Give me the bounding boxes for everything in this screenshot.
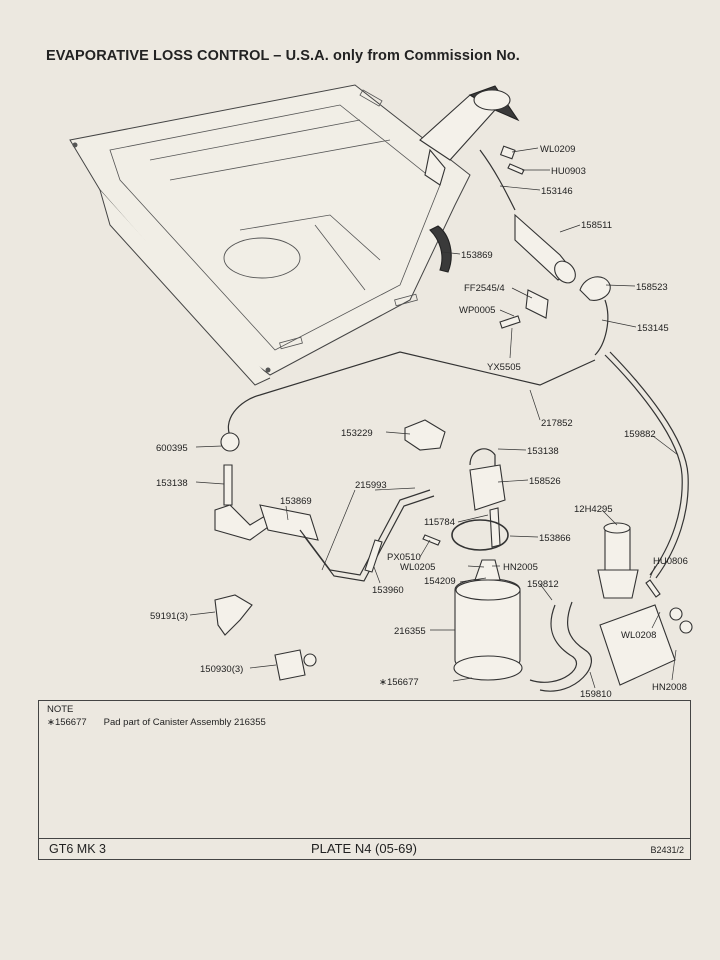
- callout-153138-left: 153138: [156, 478, 188, 489]
- callout-wp0005: WP0005: [459, 305, 495, 316]
- filler-neck-assembly: [419, 85, 520, 186]
- callout-hn2008: HN2008: [652, 682, 687, 693]
- callout-158526: 158526: [529, 476, 561, 487]
- callout-hn2005: HN2005: [503, 562, 538, 573]
- leader-lines: [189, 147, 679, 689]
- notes-panel: NOTE ∗156677 Pad part of Canister Assemb…: [38, 700, 691, 860]
- callout-153869-top: 153869: [461, 250, 493, 261]
- callout-159810: 159810: [580, 689, 612, 700]
- callout-ff2545-4: FF2545/4: [464, 283, 505, 294]
- callout-hu0903: HU0903: [551, 166, 586, 177]
- callout-115784: 115784: [424, 517, 455, 528]
- callout-wl0209: WL0209: [540, 144, 575, 155]
- callout-158511: 158511: [581, 220, 612, 231]
- callout-159882: 159882: [624, 429, 656, 440]
- callout-159812: 159812: [527, 579, 559, 590]
- callout-59191: 59191(3): [150, 611, 188, 622]
- parts-and-hoses: [214, 145, 693, 692]
- callout-216355: 216355: [394, 626, 426, 637]
- callout-153869-bottom: 153869: [280, 496, 312, 507]
- callout-153145: 153145: [637, 323, 669, 334]
- callout-labels: WL0209 HU0903 153146 158511 153869 FF254…: [150, 144, 688, 700]
- footer-model: GT6 MK 3: [49, 842, 106, 856]
- callout-156677: ∗156677: [379, 677, 419, 688]
- note-heading: NOTE: [47, 704, 74, 715]
- footer-code: B2431/2: [650, 845, 684, 855]
- callout-150930: 150930(3): [200, 664, 243, 675]
- callout-153866: 153866: [539, 533, 571, 544]
- callout-600395: 600395: [156, 443, 188, 454]
- callout-153960: 153960: [372, 585, 404, 596]
- note-text: Pad part of Canister Assembly 216355: [103, 717, 266, 728]
- footer-plate: PLATE N4 (05-69): [311, 841, 417, 856]
- callout-154209: 154209: [424, 576, 456, 587]
- fuel-tank-illustration: [69, 84, 471, 386]
- page-title: EVAPORATIVE LOSS CONTROL – U.S.A. only f…: [46, 48, 520, 64]
- callout-217852: 217852: [541, 418, 573, 429]
- callout-153229: 153229: [341, 428, 373, 439]
- exploded-parts-diagram: WL0209 HU0903 153146 158511 153869 FF254…: [69, 84, 693, 700]
- note-entry: ∗156677 Pad part of Canister Assembly 21…: [47, 717, 266, 728]
- callout-215993: 215993: [355, 480, 387, 491]
- callout-wl0208: WL0208: [621, 630, 656, 641]
- callout-px0510: PX0510: [387, 552, 421, 563]
- callout-yx5505: YX5505: [487, 362, 521, 373]
- footer-divider: [39, 838, 690, 839]
- callout-wl0205: WL0205: [400, 562, 435, 573]
- callout-158523: 158523: [636, 282, 668, 293]
- callout-153138-right: 153138: [527, 446, 559, 457]
- callout-hu0806: HU0806: [653, 556, 688, 567]
- callout-12h4295: 12H4295: [574, 504, 613, 515]
- note-ref: ∗156677: [47, 717, 87, 728]
- callout-153146: 153146: [541, 186, 573, 197]
